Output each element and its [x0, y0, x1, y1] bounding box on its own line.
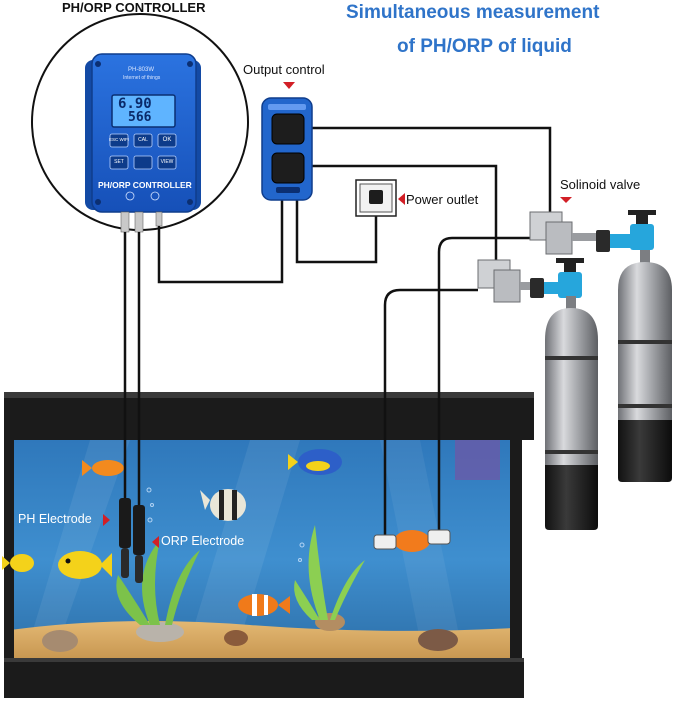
- fish-yellow: [2, 554, 34, 572]
- output-socket-1[interactable]: [271, 113, 305, 145]
- controller-subtitle: Internet of things: [123, 75, 161, 81]
- ph-electrode-label: PH Electrode: [18, 512, 92, 526]
- solenoid-valve-label: Solinoid valve: [560, 177, 641, 192]
- view-label: VIEW: [160, 159, 174, 165]
- cal-button[interactable]: [133, 133, 153, 148]
- controller-footer: PH/ORP CONTROLLER: [98, 180, 192, 190]
- orp-electrode-label: ORP Electrode: [161, 534, 245, 548]
- power-outlet-label: Power outlet: [406, 192, 479, 207]
- power-outlet-arrow-icon: [398, 193, 405, 205]
- controller-title: PH/ORP CONTROLLER: [62, 0, 206, 15]
- lcd-orp-reading: 566: [128, 110, 152, 125]
- plant: [294, 525, 365, 620]
- aquarium: [2, 392, 534, 698]
- power-outlet-device: [355, 179, 397, 217]
- esc-wifi-button[interactable]: [109, 133, 129, 148]
- esc-wifi-label: ESC WIFI: [109, 137, 129, 142]
- output-socket-2[interactable]: [271, 152, 305, 184]
- regulator-valve-1: [610, 210, 656, 250]
- gas-cylinder-front: [545, 296, 598, 530]
- output-control-arrow-icon: [283, 82, 295, 89]
- tank-base: [4, 658, 524, 698]
- fish-yellow: [58, 551, 112, 579]
- set-label: SET: [114, 159, 124, 165]
- output-control-device: [261, 97, 313, 201]
- output-control-label: Output control: [243, 62, 325, 77]
- orp-electrode: [133, 505, 145, 583]
- set-button[interactable]: [109, 155, 129, 170]
- ok-label: OK: [162, 137, 172, 143]
- plant: [116, 540, 200, 625]
- socket1-valve1-cable: [304, 126, 552, 212]
- rock: [418, 629, 458, 651]
- lcd-screen: [111, 94, 176, 128]
- controller-device: [85, 53, 201, 233]
- gas-cylinder-rear: [618, 250, 672, 482]
- tank-lid: [4, 392, 534, 440]
- rock: [42, 630, 78, 652]
- fish-angelfish: [200, 489, 246, 521]
- rock: [224, 630, 248, 646]
- headline-line-2: of PH/ORP of liquid: [397, 36, 572, 57]
- tank-water: [10, 440, 514, 658]
- output-power-cable: [295, 196, 378, 264]
- power-symbol-icon: [150, 191, 160, 201]
- gas-tube-2: [383, 288, 478, 540]
- fish-clownfish: [238, 594, 290, 616]
- ok-button[interactable]: [157, 133, 177, 148]
- headline-line-1: Simultaneous measurement: [346, 2, 600, 23]
- lcd-ph-reading: 6.90: [118, 96, 152, 112]
- tank-sand: [10, 621, 514, 660]
- fish-orange: [82, 460, 124, 476]
- fitting: [530, 230, 610, 298]
- air-diffuser: [373, 529, 451, 550]
- controller-model: PH-803W: [128, 67, 155, 73]
- ph-electrode-arrow-icon: [103, 514, 110, 526]
- solenoid-valve-2: [477, 259, 532, 303]
- cal-label: CAL: [138, 137, 148, 143]
- gas-tube-1: [437, 236, 530, 540]
- orp-electrode-arrow-icon: [152, 536, 159, 548]
- ce-mark-icon: [125, 191, 135, 201]
- rock: [136, 622, 184, 642]
- fish-blue-tang: [288, 449, 342, 475]
- ph-electrode: [119, 498, 131, 578]
- socket2-valve2-cable: [304, 164, 498, 260]
- solenoid-valve-arrow-icon: [560, 197, 572, 203]
- solenoid-valve-1: [529, 211, 600, 255]
- regulator-valve-2: [544, 258, 584, 298]
- controller-output-cable: [157, 196, 284, 284]
- view-button[interactable]: [157, 155, 177, 170]
- down-button[interactable]: [133, 155, 153, 170]
